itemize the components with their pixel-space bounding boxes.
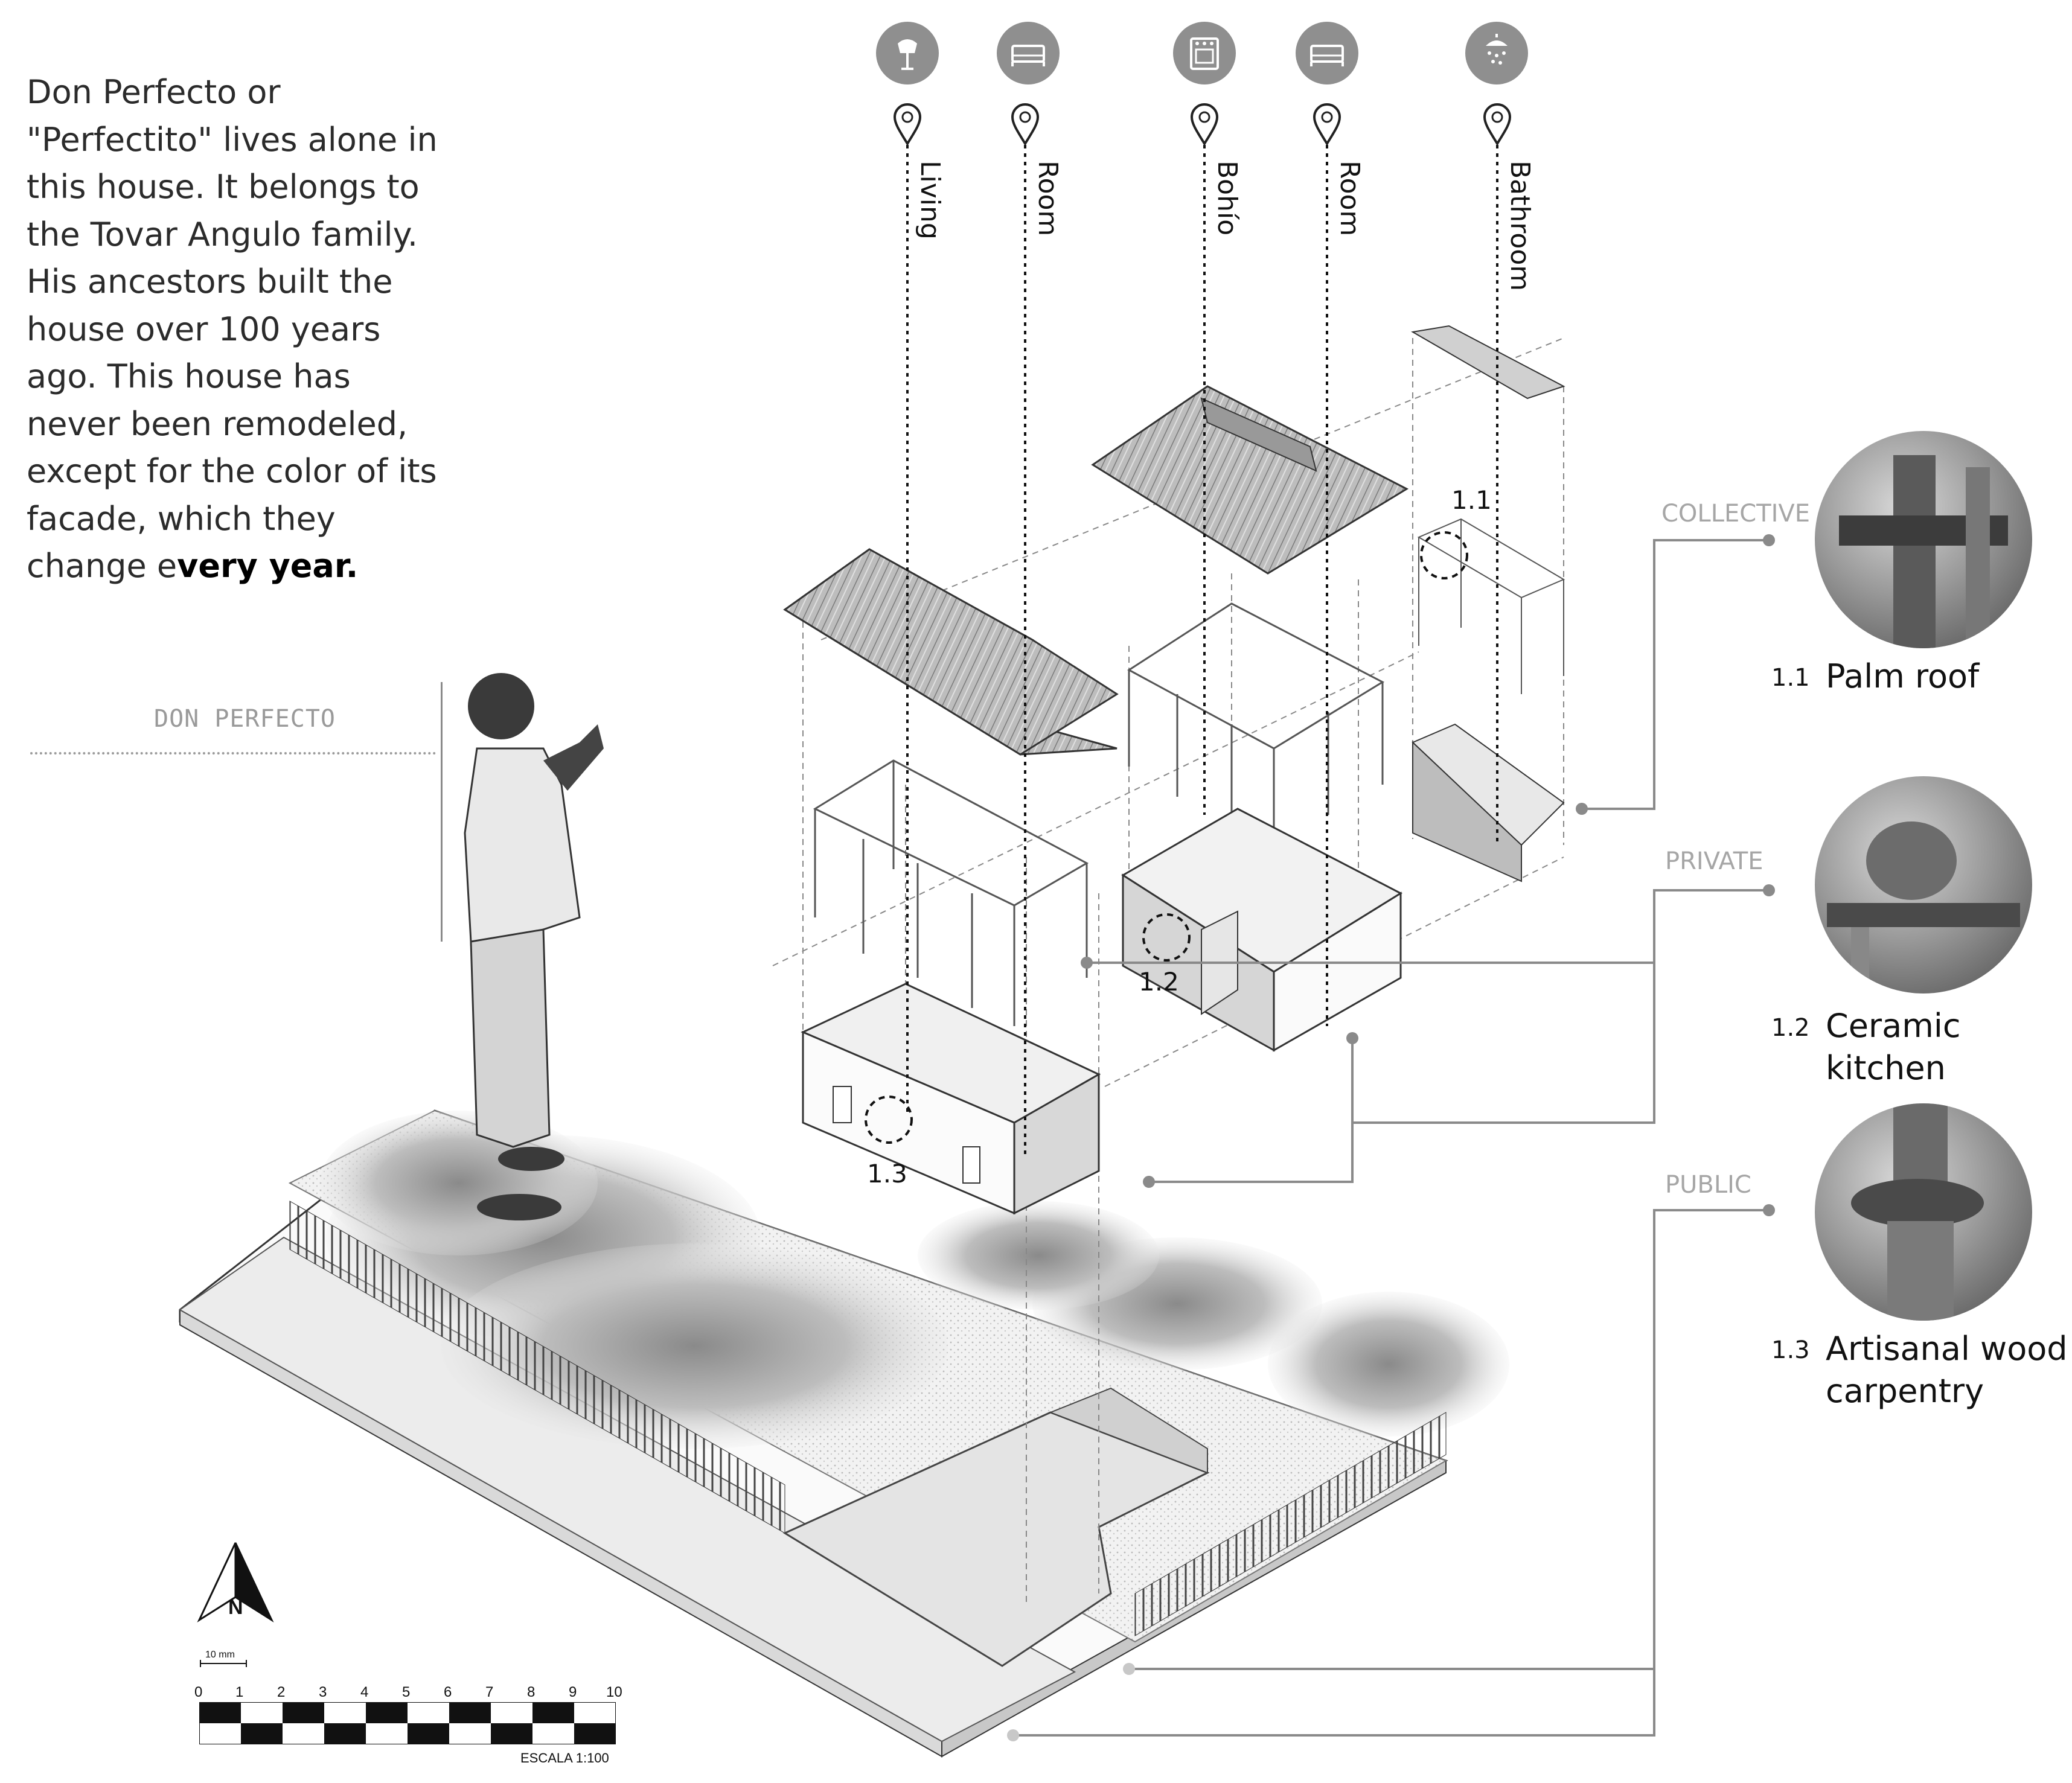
living-roof [783, 548, 1119, 756]
lamp-icon [876, 22, 939, 85]
scale-tick: 9 [569, 1684, 577, 1700]
scale-tick: 5 [402, 1684, 411, 1700]
detail-tag-1-1: 1.1 [1451, 485, 1492, 515]
wood-carpentry-photo [1815, 1103, 2032, 1321]
intro-text: Don Perfecto or "Perfectito" lives alone… [27, 73, 438, 585]
bohio-roof [1091, 385, 1409, 575]
ceramic-kitchen-photo [1815, 776, 2032, 994]
detail-number-1-3: 1.3 [1771, 1336, 1810, 1364]
bed-icon [997, 22, 1060, 85]
location-pin-icon [1483, 103, 1512, 146]
location-pin-icon [893, 103, 922, 146]
scale-tick: 8 [527, 1684, 536, 1700]
intro-emphasis: very year. [177, 547, 359, 585]
scale-tick: 4 [360, 1684, 369, 1700]
detail-title-carpentry: carpentry [1826, 1372, 1984, 1410]
room-label-room: Room [1032, 161, 1063, 237]
detail-markers [865, 531, 1468, 1144]
scale-tick: 3 [319, 1684, 327, 1700]
scale-unit-marker [200, 1660, 247, 1667]
room-label-room-2: Room [1334, 161, 1365, 237]
person-figure [464, 673, 604, 1220]
scale-tick: 6 [444, 1684, 452, 1700]
person-label: DON PERFECTO [154, 705, 336, 733]
scale-tick: 0 [194, 1684, 203, 1700]
north-arrow-icon [197, 1542, 274, 1623]
detail-title-wood: Artisanal wood [1826, 1330, 2068, 1368]
zone-private: PRIVATE [1665, 847, 1763, 875]
zone-collective: COLLECTIVE [1661, 500, 1811, 528]
zone-leader-lines [1013, 539, 1769, 1737]
intro-paragraph: Don Perfecto or "Perfectito" lives alone… [27, 69, 449, 590]
location-pin-icon [1313, 103, 1341, 146]
scale-bar [199, 1702, 616, 1744]
bathroom-block [1411, 325, 1565, 882]
scale-label: ESCALA 1:100 [520, 1750, 609, 1765]
scale-tick: 7 [485, 1684, 494, 1700]
detail-number-1-1: 1.1 [1771, 664, 1810, 692]
scale-tick: 2 [277, 1684, 286, 1700]
north-label: N [228, 1596, 243, 1619]
person-divider [441, 682, 443, 942]
living-walls [801, 983, 1101, 1215]
person-label-leader [30, 752, 436, 754]
room-label-living: Living [915, 161, 945, 240]
location-pin-icon [1190, 103, 1219, 146]
leader-dots [1007, 534, 1775, 1741]
detail-title-ceramic-kitchen: Ceramic kitchen [1826, 1007, 1961, 1087]
living-frame [813, 759, 1089, 1026]
detail-number-1-2: 1.2 [1771, 1014, 1810, 1042]
scale-unit-note: 10 mm [205, 1650, 235, 1660]
location-pin-icon [1011, 103, 1040, 146]
palm-roof-photo [1815, 431, 2032, 648]
detail-title-palm-roof: Palm roof [1826, 657, 1980, 695]
ground-plate [179, 1109, 1509, 1758]
zone-public: PUBLIC [1665, 1171, 1751, 1199]
shower-icon [1465, 22, 1528, 85]
room-label-bathroom: Bathroom [1504, 161, 1535, 292]
detail-tag-1-3: 1.3 [867, 1159, 907, 1188]
scale-tick: 10 [606, 1684, 622, 1700]
bohio-frame [1127, 602, 1385, 851]
detail-tag-1-2: 1.2 [1139, 967, 1179, 997]
bed-icon-2 [1296, 22, 1358, 85]
room-dotted-lines [906, 145, 1498, 1159]
scale-tick: 1 [235, 1684, 244, 1700]
stove-icon [1173, 22, 1236, 85]
room-label-bohio: Bohío [1212, 161, 1242, 236]
